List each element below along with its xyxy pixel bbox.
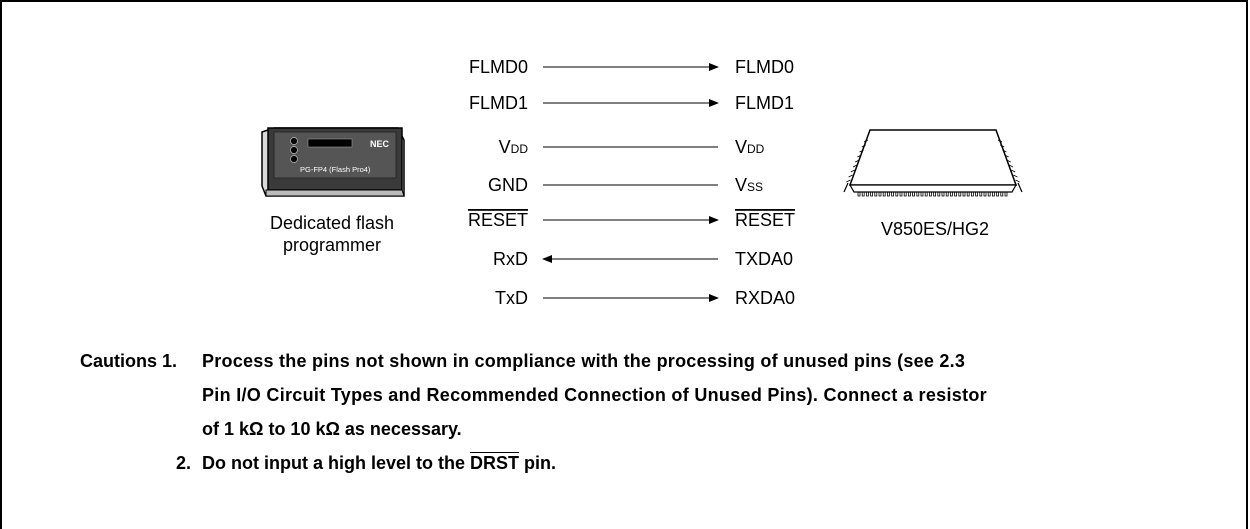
signal-right-label: RESET <box>735 210 795 230</box>
signal-right-label: FLMD1 <box>735 93 794 113</box>
caution-1-line-2: Pin I/O Circuit Types and Recommended Co… <box>202 385 987 405</box>
signal-left-label: RESET <box>468 210 528 230</box>
caution-1-line-1: Process the pins not shown in compliance… <box>202 351 966 371</box>
signal-left-label: RxD <box>493 249 528 269</box>
drst-pin-name: DRST <box>470 453 520 473</box>
connection-diagram: NEC PG-FP4 (Flash Pro4) Dedicated flash … <box>261 57 1023 308</box>
cautions-heading: Cautions 1. <box>80 351 178 371</box>
signal-left-label: FLMD1 <box>469 93 528 113</box>
signal-left-label: TxD <box>495 288 528 308</box>
caution-1-line-3: of 1 kΩ to 10 kΩ as necessary. <box>202 419 462 439</box>
signal-right-label: VDD <box>735 137 765 157</box>
programmer-logo: NEC <box>370 139 390 149</box>
caution-2-number: 2. <box>176 453 192 473</box>
caution-2-text-before: Do not input a high level to the <box>202 453 465 473</box>
signal-right-label: RXDA0 <box>735 288 795 308</box>
flash-programmer-icon: NEC PG-FP4 (Flash Pro4) <box>261 127 405 197</box>
programmer-model: PG-FP4 (Flash Pro4) <box>300 165 371 174</box>
caution-2-text-after: pin. <box>524 453 557 473</box>
signal-right-label: VSS <box>735 175 763 195</box>
signal-right-label: FLMD0 <box>735 57 794 77</box>
signal-right-label: TXDA0 <box>735 249 793 269</box>
microcontroller-chip-icon <box>843 129 1023 197</box>
signal-left-label: GND <box>488 175 528 195</box>
programmer-caption-line1: Dedicated flash <box>270 213 394 233</box>
caution-2-text: Do not input a high level to the DRST pi… <box>202 453 556 474</box>
programmer-caption-line2: programmer <box>283 235 381 255</box>
device-caption: V850ES/HG2 <box>881 219 989 239</box>
signal-left-label: FLMD0 <box>469 57 528 77</box>
signal-left-label: VDD <box>499 137 529 157</box>
